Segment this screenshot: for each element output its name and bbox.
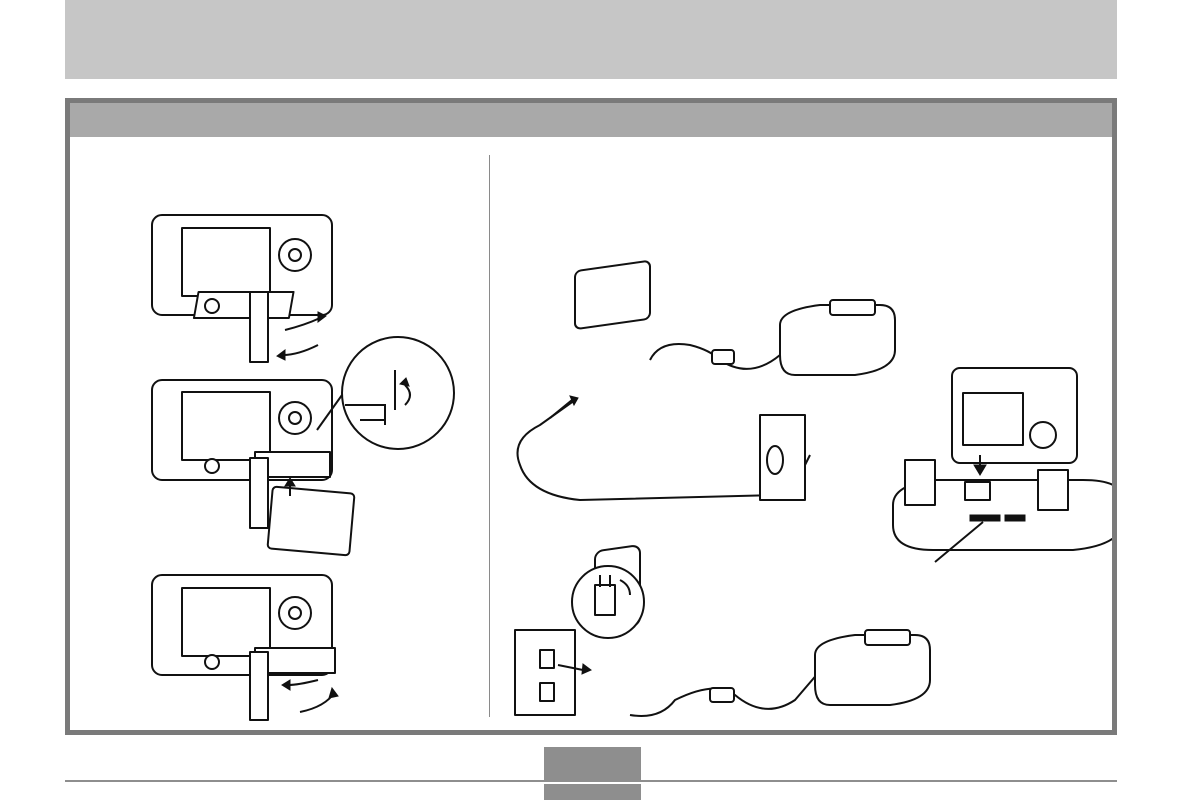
section-title-bar (70, 103, 1112, 137)
page-number-box (544, 747, 641, 780)
camera-on-cradle-illustration (892, 367, 1112, 563)
content-frame (65, 98, 1117, 735)
header-band (65, 0, 1117, 79)
camera-open-cover-illustration (151, 214, 333, 363)
adapter-wall-outlet-cradle-illustration (514, 545, 931, 717)
page-number-box-lower (544, 784, 641, 800)
column-divider (489, 155, 490, 717)
footer-rule (65, 780, 1117, 782)
illustrations (151, 214, 1112, 721)
adapter-cord-cradle-illustration (516, 260, 896, 502)
camera-close-cover-illustration (151, 574, 339, 721)
camera-insert-battery-illustration (151, 336, 455, 557)
